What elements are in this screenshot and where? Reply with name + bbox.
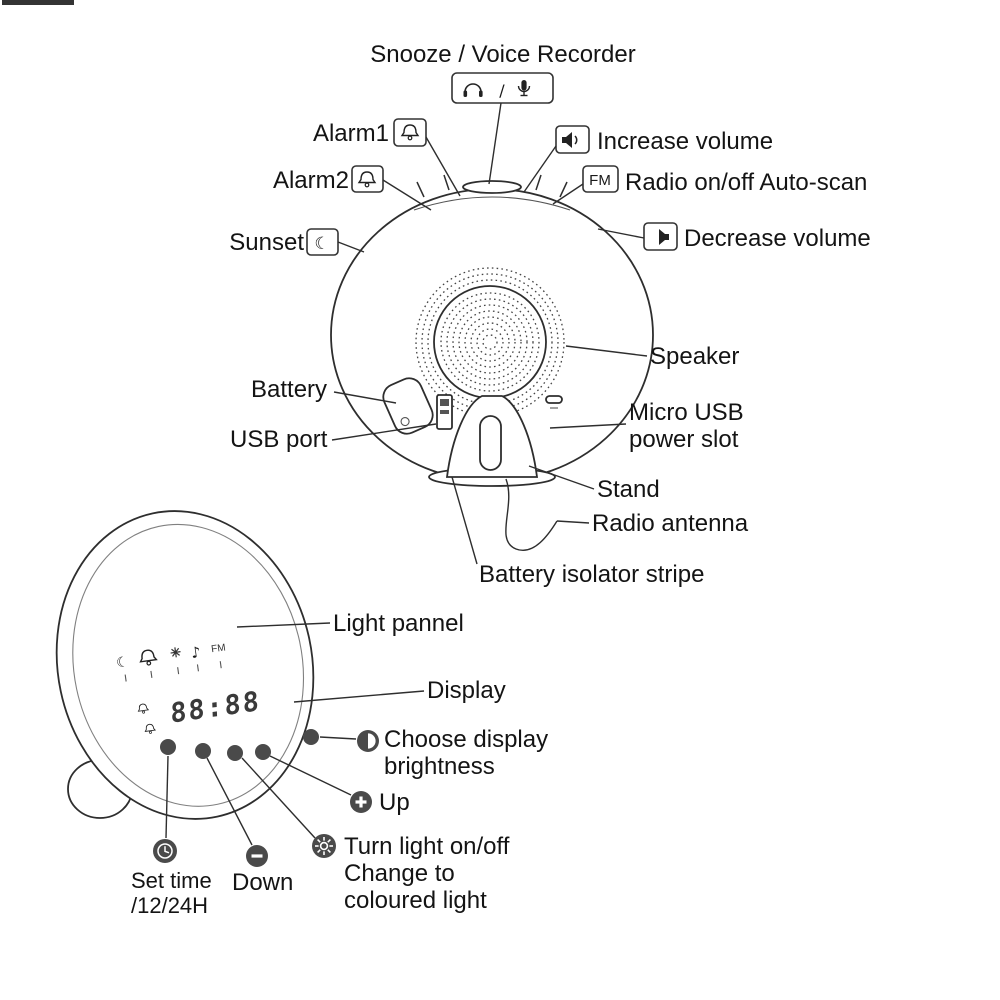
back-view-diagram — [330, 174, 654, 552]
set-time-button — [160, 739, 176, 755]
leader-snooze — [488, 102, 502, 185]
leader-brightness — [319, 736, 357, 740]
alarm1-button-box — [393, 118, 427, 147]
top-button-ticks — [416, 174, 568, 198]
label-alarm2: Alarm2 — [273, 167, 349, 194]
display-fm-indicator: FM — [211, 642, 227, 655]
leader-set-time — [165, 755, 169, 839]
leader-up — [269, 755, 352, 796]
label-usb-port: USB port — [230, 426, 328, 453]
up-button — [255, 744, 271, 760]
label-battery-isolator: Battery isolator stripe — [479, 561, 704, 588]
leader-down — [206, 757, 253, 846]
leader-turn-light — [241, 757, 316, 839]
leader-light-pannel — [236, 622, 331, 628]
label-alarm1: Alarm1 — [313, 120, 389, 147]
snooze-top-button — [462, 180, 522, 194]
light-on-off-button — [227, 745, 243, 761]
leader-sunset — [337, 241, 365, 253]
leader-usb-port — [331, 423, 437, 441]
snooze-divider: / — [499, 81, 505, 100]
leader-alarm2 — [382, 179, 432, 211]
sun-icon — [312, 834, 336, 858]
leader-alarm1 — [425, 136, 461, 197]
label-speaker: Speaker — [650, 343, 739, 370]
battery-compartment — [382, 377, 434, 435]
front-body-outline — [55, 510, 315, 820]
label-brightness: brightness — [384, 753, 495, 780]
headset-icon — [463, 83, 483, 97]
alarm2-button-box — [351, 165, 384, 193]
label-radio-on-off: Radio on/off Auto-scan — [625, 169, 867, 196]
label-radio-antenna: Radio antenna — [592, 510, 749, 537]
label-micro-usb-1: Micro USB — [629, 399, 744, 426]
fm-button-box — [582, 165, 619, 193]
label-up: Up — [379, 789, 410, 816]
usb-plug — [436, 394, 453, 430]
leader-stand — [528, 465, 595, 490]
display-indicator-ticks — [124, 661, 222, 682]
front-buttons-row — [160, 729, 319, 761]
leader-radio-antenna — [556, 520, 590, 524]
fm-button-label: FM — [589, 172, 611, 189]
label-display: Display — [427, 677, 506, 704]
leader-speaker — [565, 345, 648, 357]
label-stand: Stand — [597, 476, 660, 503]
battery-isolator-stripe-slot — [479, 415, 502, 471]
brightness-icon — [357, 730, 379, 752]
moon-icon: ☾ — [314, 234, 329, 254]
back-view-annotations: Snooze / Voice Recorder / Alarm1 Alarm2 … — [229, 41, 870, 588]
front-view-diagram: ☾ ♪ FM 88:88 — [55, 510, 319, 820]
label-light-pannel: Light pannel — [333, 610, 464, 637]
label-snooze-voice-recorder: Snooze / Voice Recorder — [370, 41, 636, 68]
label-battery: Battery — [251, 376, 327, 403]
leader-micro-usb — [549, 423, 627, 429]
label-down: Down — [232, 869, 293, 896]
leader-battery — [333, 391, 397, 404]
leader-decrease-volume — [597, 228, 645, 239]
front-view-annotations: Light pannel Display Choose display brig… — [131, 610, 548, 918]
leader-radio — [552, 183, 584, 205]
volume-up-button-box — [555, 125, 590, 154]
microphone-icon — [517, 80, 531, 97]
clock-icon — [153, 839, 177, 863]
label-turn-light-2: Change to — [344, 860, 455, 887]
minus-icon — [246, 845, 268, 867]
light-panel-rim — [72, 523, 305, 807]
micro-usb-slot — [545, 395, 563, 409]
display-music-note-icon: ♪ — [190, 643, 202, 662]
label-choose-display: Choose display — [384, 726, 548, 753]
label-increase-volume: Increase volume — [597, 128, 773, 155]
display-moon-icon: ☾ — [115, 654, 130, 672]
leader-battery-isolator — [451, 476, 478, 565]
leader-display — [293, 690, 425, 703]
top-rim-line — [413, 196, 571, 211]
plus-icon — [350, 791, 372, 813]
label-turn-light-3: coloured light — [344, 887, 487, 914]
label-set-time-2: /12/24H — [131, 893, 208, 918]
antenna-wire — [505, 478, 558, 552]
snooze-button-box — [451, 72, 554, 104]
leader-increase-volume — [523, 145, 557, 193]
label-micro-usb-2: power slot — [629, 426, 739, 453]
label-turn-light-1: Turn light on/off — [344, 833, 510, 860]
scan-artifact — [2, 0, 74, 5]
brightness-button — [303, 729, 319, 745]
volume-up-icon — [562, 132, 578, 148]
label-decrease-volume: Decrease volume — [684, 225, 871, 252]
down-button — [195, 743, 211, 759]
label-sunset: Sunset — [229, 229, 304, 256]
label-set-time-1: Set time — [131, 868, 212, 893]
